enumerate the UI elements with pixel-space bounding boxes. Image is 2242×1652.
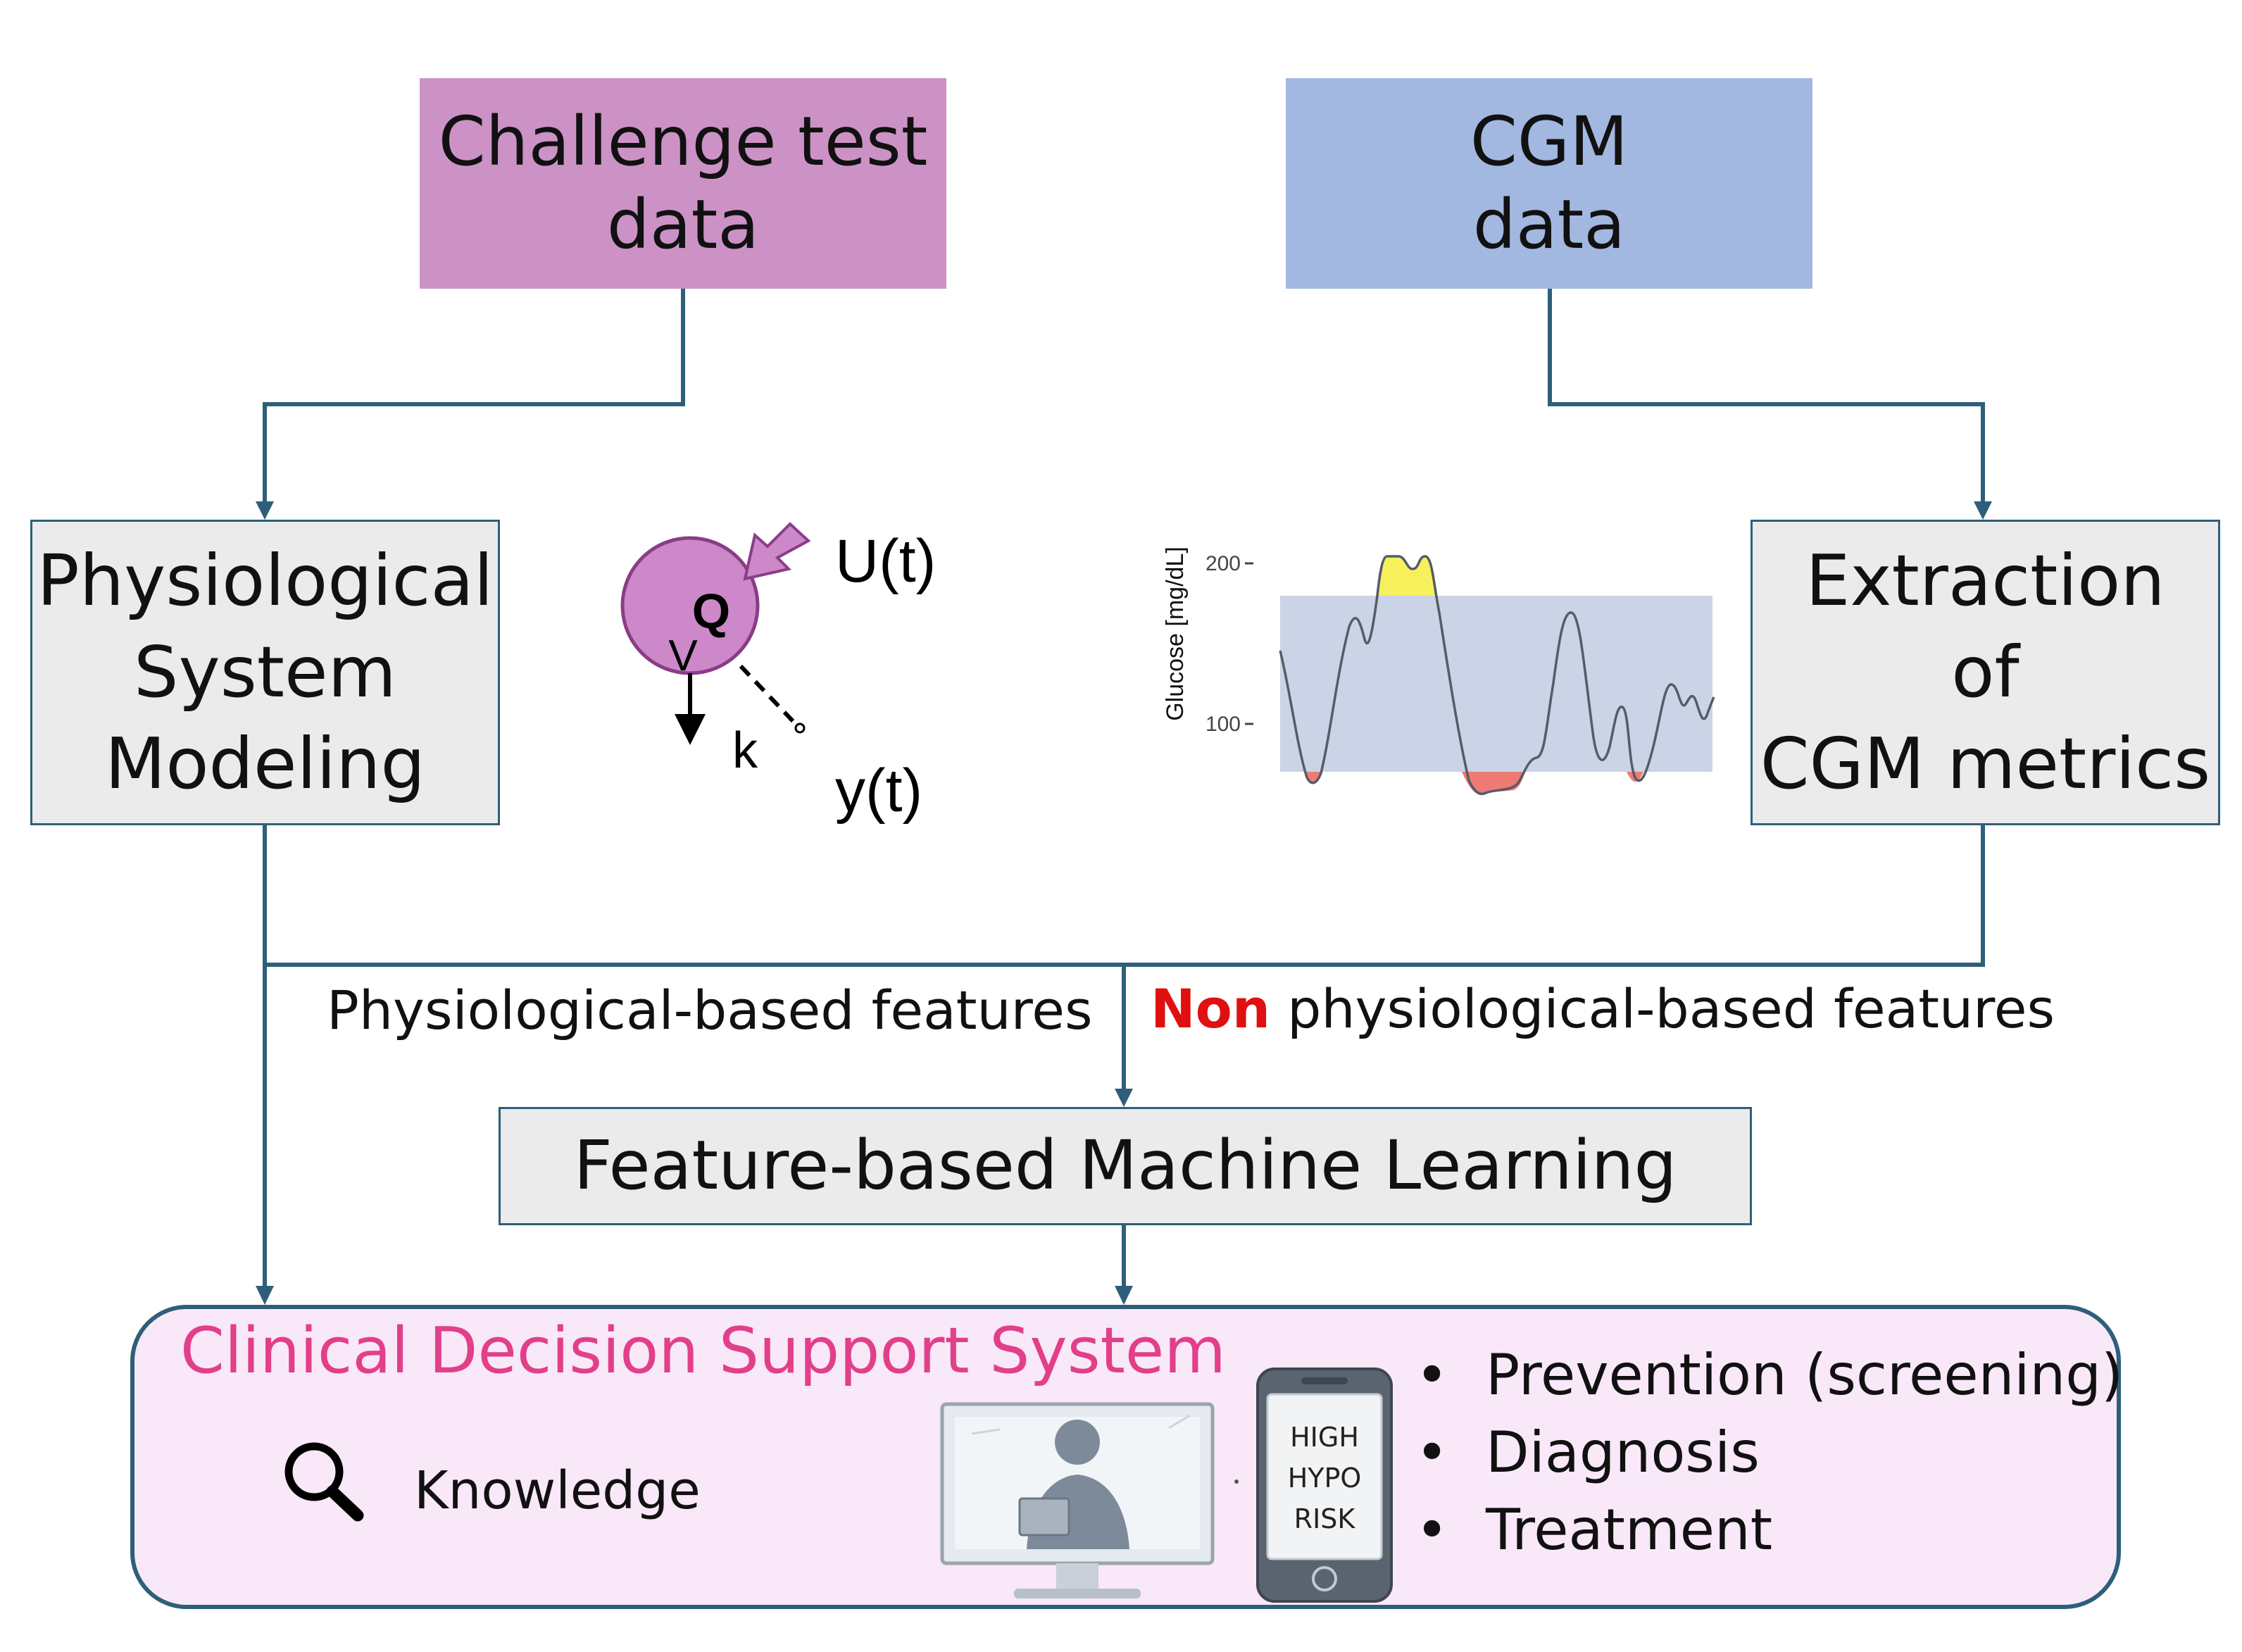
measurement-dashed-line (739, 664, 795, 723)
arrow-heads (256, 501, 1992, 1305)
measurement-point (794, 722, 806, 734)
clinician-monitor-icon (940, 1402, 1215, 1598)
extract-line3: CGM metrics (1760, 722, 2211, 805)
bullet-diagnosis: Diagnosis (1415, 1414, 2123, 1491)
non-physiological-rest: physiological-based features (1270, 977, 2055, 1040)
non-highlight: Non (1151, 977, 1270, 1040)
extraction-cgm-metrics-box: Extraction of CGM metrics (1751, 520, 2220, 825)
challenge-box-line2: data (606, 184, 760, 264)
target-range-band (1280, 596, 1712, 772)
elimination-arrow-head-icon (675, 714, 706, 745)
cdss-title: Clinical Decision Support System (180, 1314, 1226, 1388)
separator-dot (1234, 1479, 1239, 1484)
connector-challenge-to-modeling (263, 289, 685, 503)
connector-lines (263, 289, 1985, 1287)
connector-feature-bus (265, 825, 1985, 967)
cdss-bullet-list: Prevention (screening) Diagnosis Treatme… (1415, 1337, 2123, 1569)
non-physiological-features-label: Non physiological-based features (1151, 977, 2055, 1040)
bullet-prevention: Prevention (screening) (1415, 1337, 2123, 1414)
glucose-plot: 200 100 Glucose [mg/dL] (1162, 546, 1715, 796)
challenge-box-line1: Challenge test (438, 102, 928, 182)
feature-based-ml-box: Feature-based Machine Learning (499, 1107, 1752, 1225)
smartphone-icon: HIGH HYPO RISK (1256, 1368, 1393, 1603)
compartment-model-diagram: Q V k U(t) y(t) (620, 522, 936, 825)
glucose-axis-label: Glucose [mg/dL] (1162, 546, 1189, 721)
knowledge-label: Knowledge (414, 1460, 701, 1521)
extract-line2: of (1951, 631, 2019, 713)
psm-line2: System (134, 631, 396, 713)
psm-line1: Physiological (37, 539, 494, 622)
phone-text-line1: HIGH (1290, 1422, 1359, 1453)
extract-line1: Extraction (1805, 539, 2165, 622)
y-tick-label-100: 100 (1205, 713, 1241, 736)
magnifier-icon (284, 1442, 364, 1522)
challenge-test-data-box: Challenge test data (420, 78, 946, 289)
cgm-data-box: CGM data (1286, 78, 1812, 289)
psm-line3: Modeling (105, 722, 425, 805)
arrow-head-icon (1115, 1286, 1133, 1305)
y-tick-label-200: 200 (1205, 552, 1241, 575)
input-label: U(t) (835, 527, 936, 595)
physiological-system-modeling-box: Physiological System Modeling (30, 520, 500, 825)
glucose-trace (1279, 555, 1715, 796)
output-label: y(t) (835, 757, 922, 825)
connector-cgm-to-extraction (1548, 289, 1985, 503)
arrow-head-icon (256, 1286, 274, 1305)
physiological-features-label: Physiological-based features (327, 979, 1093, 1041)
phone-text-line3: RISK (1294, 1503, 1356, 1534)
arrow-head-icon (256, 501, 274, 520)
hyper-region (1376, 556, 1435, 596)
phone-text-line2: HYPO (1288, 1463, 1362, 1494)
cgm-box-line1: CGM (1470, 102, 1629, 182)
cgm-box-line2: data (1472, 184, 1626, 264)
rate-label: k (732, 722, 758, 779)
input-arrow-icon (743, 522, 811, 581)
volume-label: V (668, 632, 698, 680)
arrow-head-icon (1115, 1089, 1133, 1107)
arrow-head-icon (1974, 501, 1992, 520)
bullet-treatment: Treatment (1415, 1491, 2123, 1569)
ml-box-label: Feature-based Machine Learning (573, 1126, 1677, 1206)
compartment-label: Q (692, 584, 730, 639)
